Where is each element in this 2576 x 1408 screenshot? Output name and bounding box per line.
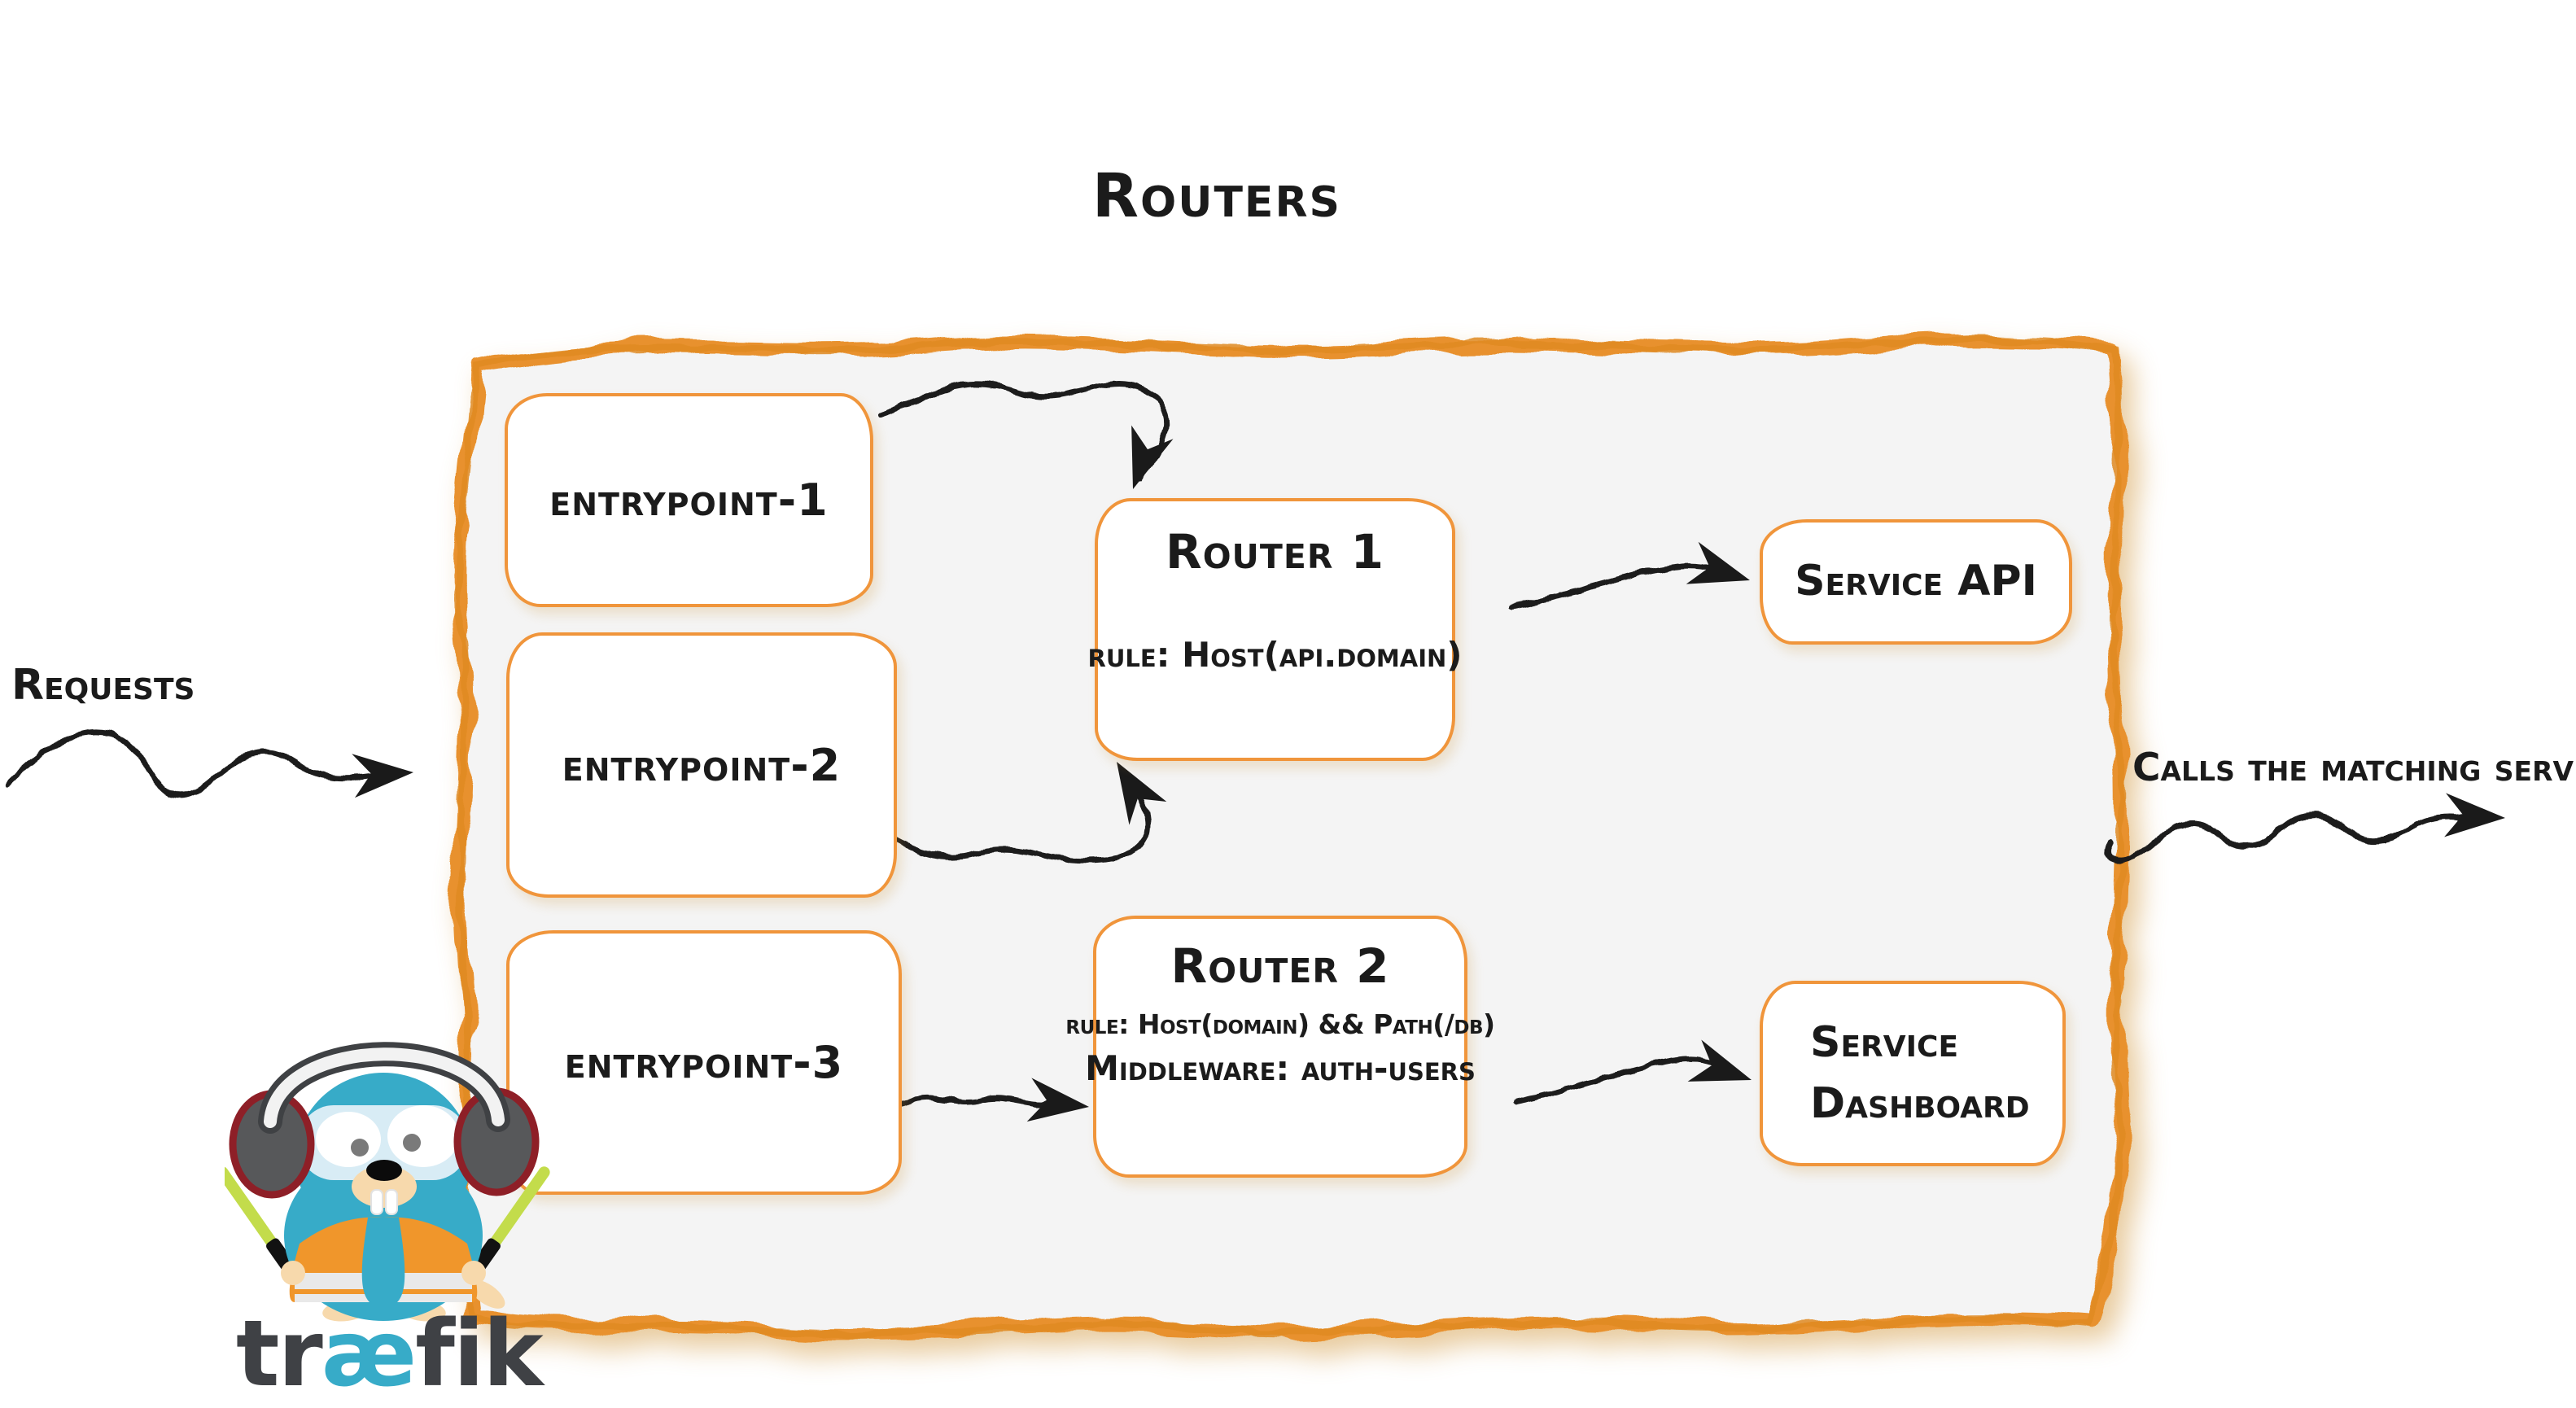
arrow-requests-line — [3, 729, 389, 798]
router-2-middleware: Middleware: auth-users — [1085, 1048, 1476, 1088]
traefik-wordmark: træfik — [236, 1309, 544, 1400]
wordmark-pre: tr — [236, 1301, 323, 1407]
entrypoint-2-box: entrypoint-2 — [506, 632, 897, 898]
router-1-box: Router 1 rule: Host(api.domain) — [1088, 498, 1463, 761]
router-1-rule: rule: Host(api.domain) — [1087, 635, 1463, 675]
gopher-pupil-right — [403, 1134, 421, 1152]
gopher-nose — [366, 1160, 402, 1181]
gopher-tooth — [385, 1189, 398, 1215]
router-1-title: Router 1 — [1166, 524, 1384, 579]
wordmark-post: fik — [415, 1301, 544, 1407]
arrow-router2-to-dashboard-line — [1512, 1056, 1717, 1105]
vest-opening — [361, 1218, 405, 1302]
router-2-title: Router 2 — [1170, 938, 1390, 994]
gopher-hand-left — [281, 1261, 305, 1285]
wordmark-ae: æ — [321, 1301, 417, 1407]
gopher-eye-left — [316, 1112, 381, 1167]
arrowhead-icon — [352, 750, 415, 798]
entrypoint-2-label: entrypoint-2 — [562, 739, 842, 791]
entrypoint-3-box: entrypoint-3 — [506, 930, 902, 1195]
service-dashboard-label: Service Dashboard — [1810, 1017, 2030, 1128]
router-2-rule: rule: Host(domain) && Path(/db) — [1065, 1008, 1495, 1040]
entrypoint-1-label: entrypoint-1 — [549, 474, 829, 526]
service-api-box: Service API — [1760, 519, 2072, 645]
gopher-muzzle — [352, 1165, 417, 1208]
entrypoint-1-box: entrypoint-1 — [505, 393, 873, 607]
service-api-label: Service API — [1795, 557, 2037, 606]
requests-label: Requests — [11, 661, 195, 710]
calls-matching-server-label: Calls the matching server — [2132, 746, 2576, 790]
page-title: Routers — [1092, 161, 1341, 231]
arrow-calls-server-line — [2106, 812, 2482, 864]
router-2-box: Router 2 rule: Host(domain) && Path(/db)… — [1065, 916, 1495, 1178]
gopher-tooth — [370, 1189, 383, 1215]
gopher-pupil-left — [351, 1139, 369, 1157]
gopher-tail — [468, 1279, 505, 1309]
entrypoint-3-label: entrypoint-3 — [564, 1037, 844, 1088]
gopher-eye-right — [387, 1105, 459, 1167]
service-dashboard-box: Service Dashboard — [1760, 981, 2066, 1166]
gopher-hand-right — [461, 1261, 486, 1285]
traefik-gopher-mascot — [225, 1042, 550, 1322]
headphone-band — [264, 1047, 505, 1128]
arrow-router1-to-api-line — [1509, 563, 1716, 610]
